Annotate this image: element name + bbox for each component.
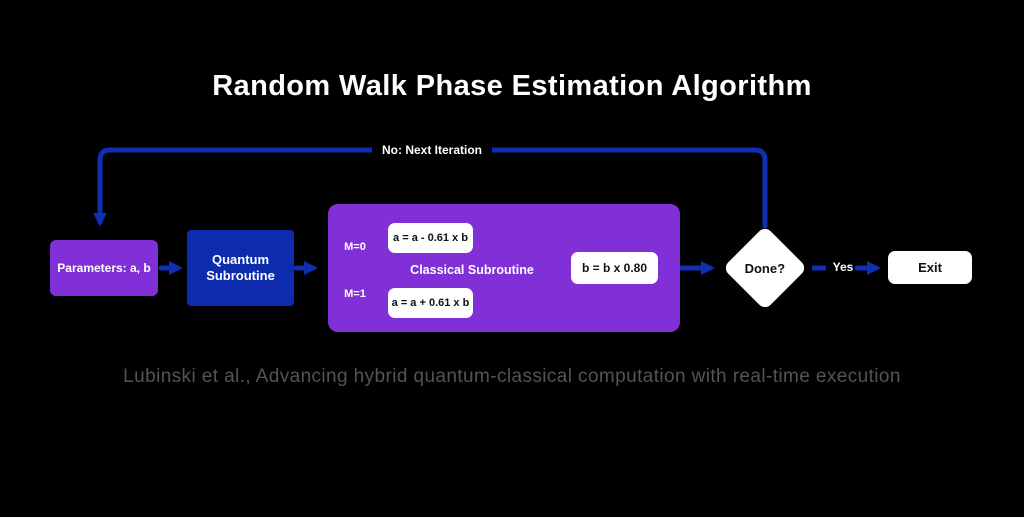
- decision-label: Done?: [744, 260, 786, 276]
- parameters-label: Parameters: a, b: [57, 261, 151, 275]
- yes-label: Yes: [832, 260, 854, 274]
- formula-b-node: b = b x 0.80: [571, 252, 658, 284]
- quantum-subroutine-node: Quantum Subroutine: [187, 230, 294, 306]
- parameters-node: Parameters: a, b: [50, 240, 158, 296]
- page-title: Random Walk Phase Estimation Algorithm: [212, 70, 812, 102]
- branch-m1-label: M=1: [344, 288, 366, 300]
- exit-label: Exit: [918, 260, 942, 275]
- branch-m0-label: M=0: [344, 241, 366, 253]
- quantum-subroutine-label: Quantum Subroutine: [206, 251, 275, 283]
- classical-subroutine-label: Classical Subroutine: [410, 263, 534, 277]
- citation-caption: Lubinski et al., Advancing hybrid quantu…: [123, 366, 901, 387]
- formula-m1-node: a = a + 0.61 x b: [388, 288, 473, 318]
- formula-m0-label: a = a - 0.61 x b: [393, 232, 468, 244]
- formula-m0-node: a = a - 0.61 x b: [388, 223, 473, 253]
- formula-m1-label: a = a + 0.61 x b: [391, 297, 470, 309]
- formula-b-label: b = b x 0.80: [581, 261, 648, 275]
- exit-node: Exit: [888, 251, 972, 284]
- loop-no-label: No: Next Iteration: [371, 141, 493, 159]
